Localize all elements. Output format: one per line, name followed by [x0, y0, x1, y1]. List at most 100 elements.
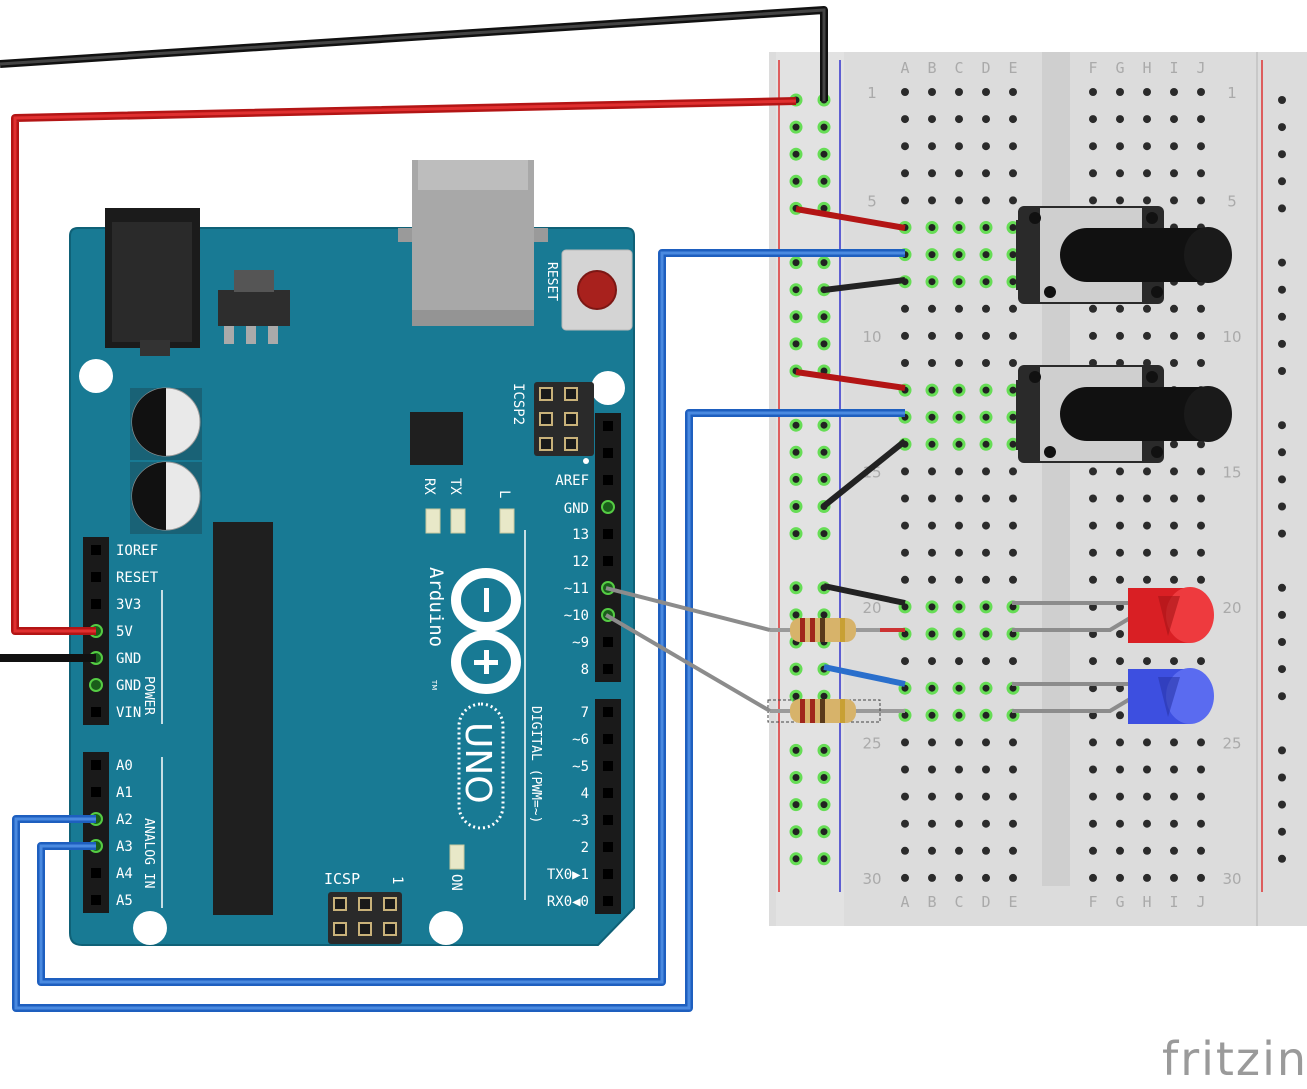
breadboard-hole: [1089, 846, 1097, 855]
breadboard-hole: [1009, 467, 1017, 476]
breadboard-hole: [1116, 630, 1124, 638]
breadboard-hole: [979, 681, 993, 695]
breadboard-hole: [1009, 846, 1017, 855]
column-label: A: [900, 59, 909, 77]
pin-label: A0: [116, 758, 133, 774]
pin-label: ~10: [564, 608, 589, 624]
column-label: J: [1196, 893, 1205, 911]
breadboard-hole: [1009, 738, 1017, 747]
breadboard-hole: [955, 196, 963, 205]
breadboard-hole: [1197, 359, 1205, 367]
row-number: 10: [862, 328, 881, 346]
reset-button[interactable]: [561, 249, 633, 331]
tx-label: TX: [447, 478, 463, 495]
breadboard-hole: [1116, 873, 1124, 882]
breadboard-hole: [979, 627, 993, 641]
breadboard-hole: [1197, 521, 1205, 530]
power-rail-hole: [817, 337, 831, 351]
breadboard-hole: [952, 221, 966, 234]
breadboard-hole: [1197, 765, 1205, 774]
power-rail-hole: [817, 798, 831, 812]
breadboard-hole: [982, 88, 990, 96]
icsp-pin1-label: 1: [389, 876, 405, 884]
breadboard-hole: [982, 792, 990, 801]
breadboard-hole: [1089, 169, 1097, 178]
power-rail-hole: [1278, 827, 1286, 836]
breadboard-hole: [1089, 711, 1097, 720]
column-label: G: [1115, 893, 1124, 911]
breadboard-hole: [1116, 169, 1124, 178]
breadboard-hole: [955, 657, 963, 666]
breadboard-hole: [955, 575, 963, 584]
breadboard-hole: [979, 600, 993, 614]
usb-connector: [398, 160, 548, 326]
header-pin: [603, 734, 613, 744]
breadboard-hole: [1009, 331, 1017, 340]
pin-label: IOREF: [116, 543, 158, 559]
breadboard-hole: [901, 738, 909, 747]
breadboard-hole: [928, 521, 936, 530]
power-rail-hole: [789, 743, 803, 757]
breadboard-hole: [1197, 142, 1205, 151]
mounting-hole: [429, 911, 463, 945]
breadboard-hole: [1143, 304, 1151, 313]
breadboard-hole: [928, 765, 936, 774]
breadboard-hole: [1170, 819, 1178, 828]
breadboard-hole: [901, 792, 909, 801]
breadboard-hole: [979, 248, 993, 262]
breadboard-hole: [1143, 873, 1151, 882]
breadboard-hole: [982, 331, 990, 340]
breadboard-hole: [1197, 304, 1205, 313]
breadboard-hole: [955, 359, 963, 367]
breadboard-hole: [1089, 765, 1097, 774]
arduino-brand: Arduino: [425, 567, 447, 647]
breadboard-hole: [1143, 521, 1151, 530]
breadboard-hole: [901, 846, 909, 855]
column-label: B: [927, 893, 936, 911]
breadboard-hole: [1170, 196, 1178, 205]
power-rail-hole: [817, 743, 831, 757]
breadboard-hole: [1170, 304, 1178, 313]
column-label: G: [1115, 59, 1124, 77]
power-rail-hole: [817, 852, 831, 866]
fritzing-logo: fritzing: [1162, 1032, 1307, 1086]
breadboard-hole: [928, 467, 936, 476]
breadboard-hole: [1009, 548, 1017, 557]
header-pin: [603, 896, 613, 906]
row-number: 25: [1222, 734, 1241, 752]
power-label: POWER: [141, 676, 156, 715]
pin-label: 8: [581, 662, 589, 678]
power-rail-hole: [1278, 854, 1286, 863]
header-pin: [603, 707, 613, 717]
row-number: 1: [867, 84, 877, 102]
gnd-label: GND: [564, 501, 589, 517]
breadboard-hole: [925, 275, 939, 289]
power-rail-hole: [789, 147, 803, 161]
breadboard-hole: [1143, 494, 1151, 503]
breadboard-hole: [1170, 88, 1178, 96]
pin-label: 3V3: [116, 597, 141, 613]
breadboard-hole: [1170, 765, 1178, 774]
breadboard-hole: [925, 708, 939, 722]
pin-label: A1: [116, 785, 133, 801]
header-pin: [603, 421, 613, 431]
breadboard-hole: [1089, 819, 1097, 828]
wire-d11: [605, 586, 771, 632]
power-rail-hole: [789, 445, 803, 459]
breadboard-hole: [901, 657, 909, 666]
breadboard-hole: [1116, 196, 1124, 205]
pin-label: ~6: [572, 732, 589, 748]
breadboard-hole: [1009, 575, 1017, 584]
breadboard-hole: [1143, 765, 1151, 774]
wires: [0, 6, 907, 1012]
breadboard-hole: [952, 600, 966, 614]
pin-label: VIN: [116, 705, 141, 721]
breadboard-hole: [1143, 846, 1151, 855]
header-pin: [91, 545, 101, 555]
power-rail-hole: [1278, 529, 1286, 538]
pin-label: 4: [581, 786, 589, 802]
on-label: ON: [448, 874, 464, 891]
breadboard-hole: [1197, 467, 1205, 476]
breadboard-hole: [982, 359, 990, 367]
